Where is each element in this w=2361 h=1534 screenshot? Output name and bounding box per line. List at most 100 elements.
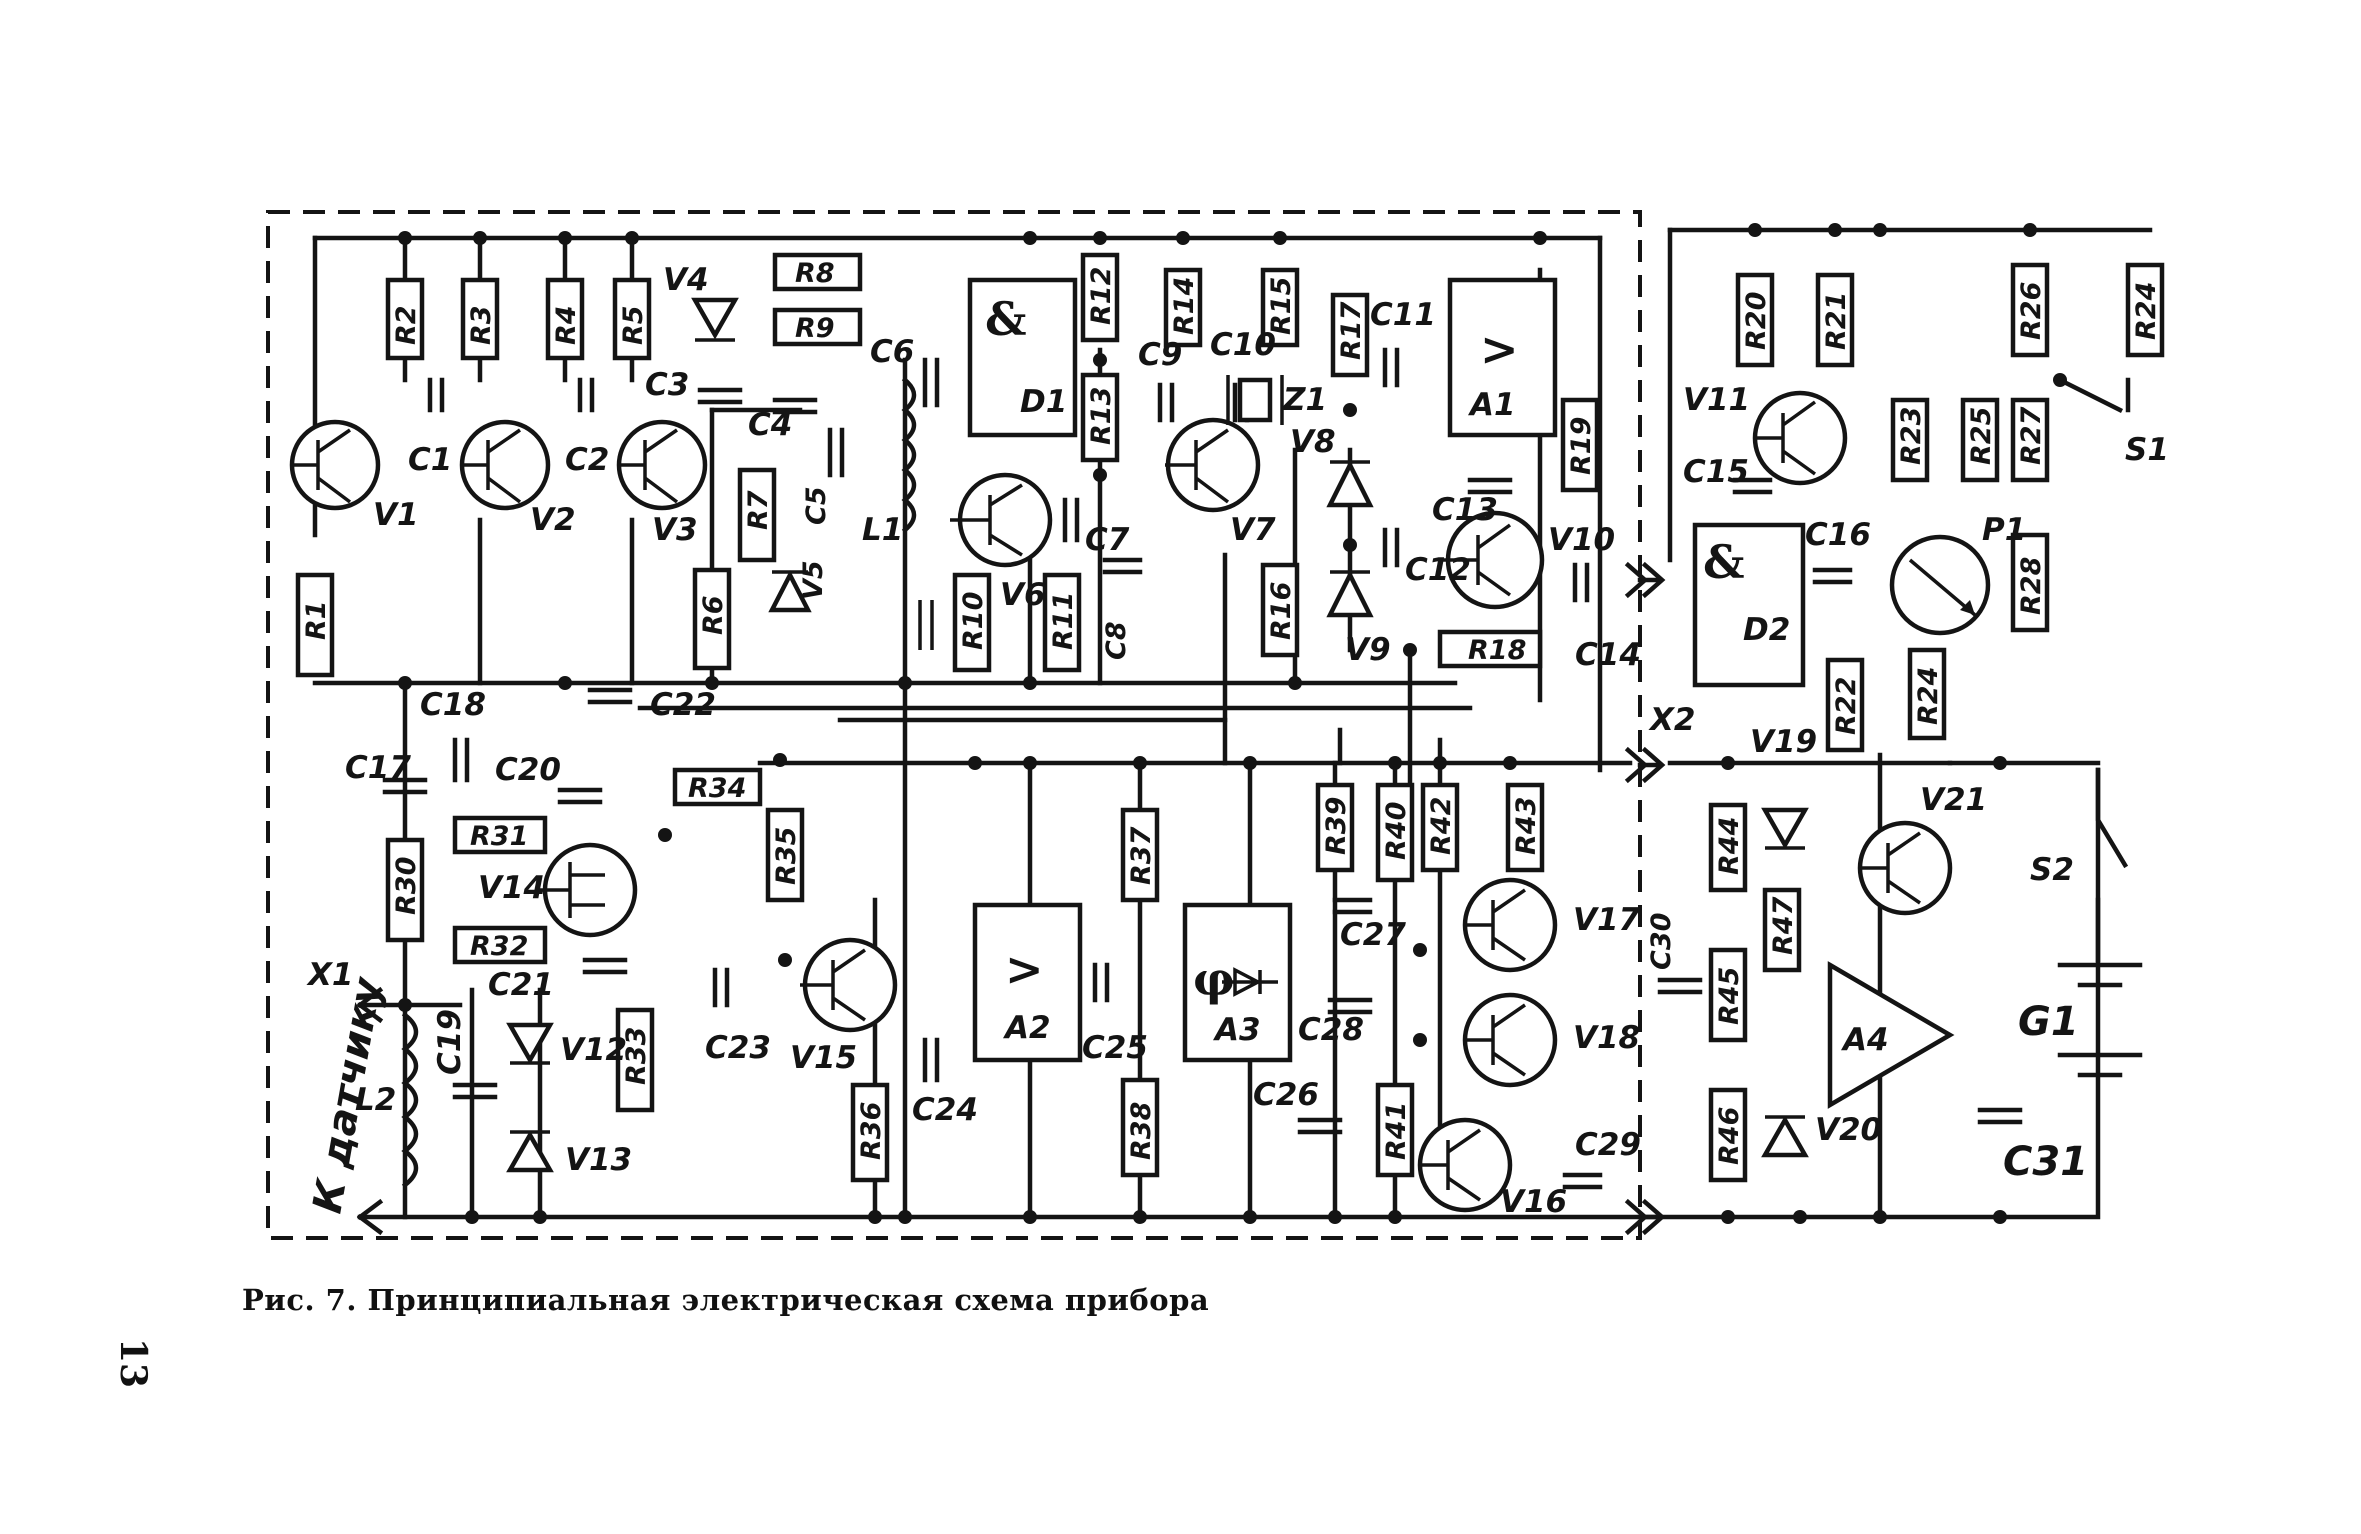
resistor-R10: R10 (952, 572, 992, 673)
resistor-R24-top: R24 (2125, 262, 2165, 358)
svg-text:S1: S1 (2125, 432, 2169, 468)
resistor-R1: R1 (295, 572, 335, 678)
svg-text:R39: R39 (1321, 797, 1352, 855)
diode-V4: V4 (663, 262, 739, 342)
svg-text:R38: R38 (1126, 1102, 1157, 1160)
svg-text:C30: C30 (1646, 913, 1677, 970)
quartz-Z1: Z1 (1226, 375, 1327, 425)
svg-text:V6: V6 (1000, 577, 1046, 613)
svg-text:R21: R21 (1821, 292, 1852, 350)
transistor-V16: V16 (1417, 1117, 1567, 1220)
svg-text:C21: C21 (488, 967, 554, 1003)
svg-text:R35: R35 (771, 827, 802, 885)
svg-text:R20: R20 (1741, 292, 1772, 350)
diode-V8: V8 (1290, 424, 1374, 508)
resistor-R22: R22 (1825, 657, 1865, 753)
resistor-R2: R2 (385, 277, 425, 361)
svg-text:V13: V13 (565, 1142, 632, 1178)
svg-text:C27: C27 (1340, 917, 1406, 953)
svg-text:R19: R19 (1566, 417, 1597, 475)
svg-text:C6: C6 (870, 334, 914, 370)
ic-D1: & D1 (967, 277, 1078, 438)
connector-X2: X2 (1624, 561, 1695, 1236)
svg-text:V12: V12 (560, 1032, 627, 1068)
svg-text:C8: C8 (1101, 621, 1132, 660)
resistor-R11: R11 (1042, 572, 1082, 673)
svg-text:L2: L2 (355, 1082, 396, 1118)
page-number: 13 (112, 1338, 154, 1389)
svg-text:R27: R27 (2016, 406, 2047, 465)
diode-V13: V13 (506, 1130, 632, 1178)
svg-text:L1: L1 (862, 512, 903, 548)
svg-text:R7: R7 (743, 490, 774, 530)
svg-text:R23: R23 (1896, 407, 1927, 465)
svg-text:C2: C2 (565, 442, 609, 478)
svg-text:C22: C22 (650, 687, 716, 723)
svg-text:V19: V19 (1750, 724, 1817, 760)
svg-text:C4: C4 (748, 407, 792, 443)
resistor-R32: R32 (452, 925, 548, 965)
svg-text:A3: A3 (1212, 1012, 1261, 1048)
svg-text:V18: V18 (1573, 1020, 1640, 1056)
diode-V12: V12 (506, 1022, 627, 1068)
ic-D2: & D2 (1692, 522, 1806, 688)
resistor-R28: R28 (2010, 532, 2050, 633)
svg-text:V8: V8 (1290, 424, 1336, 460)
svg-text:C23: C23 (705, 1030, 771, 1066)
resistor-R37: R37 (1120, 807, 1160, 903)
svg-text:C17: C17 (345, 750, 411, 786)
svg-text:V15: V15 (790, 1040, 857, 1076)
transistor-V15: V15 (790, 937, 898, 1076)
svg-text:R45: R45 (1714, 967, 1745, 1025)
meter-P1: P1 (1889, 512, 2026, 636)
resistor-R25: R25 (1960, 397, 2000, 483)
svg-text:C13: C13 (1432, 492, 1498, 528)
resistor-R26: R26 (2010, 262, 2050, 358)
resistor-R19: R19 (1560, 397, 1600, 493)
svg-text:R36: R36 (856, 1102, 887, 1160)
svg-text:R14: R14 (1169, 277, 1200, 335)
svg-text:R1: R1 (301, 600, 332, 640)
svg-text:R40: R40 (1381, 802, 1412, 860)
svg-text:R2: R2 (391, 305, 422, 345)
svg-text:V16: V16 (1500, 1184, 1567, 1220)
transistor-V17: V17 (1462, 877, 1641, 973)
svg-text:R22: R22 (1831, 677, 1862, 735)
svg-text:R13: R13 (1086, 387, 1117, 445)
svg-text:R17: R17 (1336, 301, 1367, 360)
svg-text:C24: C24 (912, 1092, 978, 1128)
svg-text:R41: R41 (1381, 1102, 1412, 1160)
svg-text:Z1: Z1 (1282, 382, 1327, 418)
svg-text:V21: V21 (1920, 782, 1987, 818)
svg-text:R12: R12 (1086, 267, 1117, 325)
svg-text:R6: R6 (698, 595, 729, 635)
svg-text:R3: R3 (466, 305, 497, 345)
ic-A1: > A1 (1447, 277, 1558, 438)
svg-text:R37: R37 (1126, 826, 1157, 885)
svg-text:C28: C28 (1298, 1012, 1364, 1048)
svg-text:R8: R8 (795, 258, 835, 289)
resistor-R14: R14 (1163, 267, 1203, 348)
transistor-V1: V1 (289, 419, 419, 533)
svg-text:V1: V1 (373, 497, 419, 533)
transistor-V10: V10 (1440, 510, 1615, 610)
svg-text:C1: C1 (408, 442, 452, 478)
resistor-R17: R17 (1330, 292, 1370, 378)
svg-text:R15: R15 (1266, 277, 1297, 335)
svg-text:V17: V17 (1573, 902, 1641, 938)
svg-text:C15: C15 (1683, 454, 1749, 490)
svg-text:V20: V20 (1815, 1112, 1882, 1148)
svg-text:V7: V7 (1230, 512, 1276, 548)
svg-text:X1: X1 (306, 957, 353, 993)
svg-text:C5: C5 (801, 486, 832, 525)
svg-text:S2: S2 (2030, 852, 2074, 888)
svg-text:C31: C31 (2003, 1139, 2088, 1185)
figure-caption: Рис. 7. Принципиальная электрическая схе… (242, 1283, 1210, 1317)
resistor-R39: R39 (1315, 782, 1355, 873)
svg-text:φ: φ (1193, 952, 1235, 1006)
svg-text:R33: R33 (621, 1027, 652, 1085)
svg-text:C14: C14 (1575, 637, 1641, 673)
resistor-R20: R20 (1735, 272, 1775, 368)
svg-text:R32: R32 (470, 931, 528, 962)
